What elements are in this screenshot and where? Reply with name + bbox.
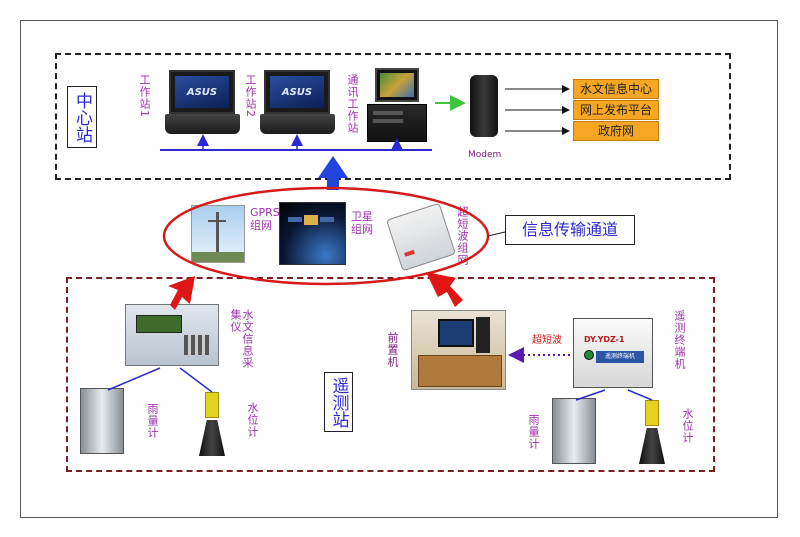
rain-gauge2-label: 雨量计	[527, 414, 540, 450]
channel-title: 信息传输通道	[505, 215, 635, 245]
water-level-sensor2-photo	[637, 400, 667, 464]
front-unit-red-arrow	[426, 272, 463, 307]
rain-to-collector-line	[107, 367, 161, 391]
water-level-label: 水位计	[246, 402, 259, 438]
rain-gauge-photo	[80, 388, 124, 454]
collector-label: 水文信息采集仪	[229, 309, 254, 369]
rain2-to-terminal-line	[575, 389, 606, 401]
modem-icon	[470, 75, 498, 137]
rain-gauge2-photo	[552, 398, 596, 464]
level2-to-terminal-line	[627, 389, 653, 401]
terminal-plate-text: DY.YDZ-1	[584, 335, 625, 344]
water-level2-label: 水位计	[681, 408, 694, 444]
terminal-device-photo: DY.YDZ-1 遥测终端机	[573, 318, 653, 388]
output-web-platform: 网上发布平台	[573, 100, 659, 120]
laptop-brand-text: ASUS	[270, 76, 324, 108]
workstation1-laptop-icon: ASUS	[165, 70, 240, 138]
center-station-title: 中心站	[67, 86, 97, 148]
front-unit-label: 前置机	[386, 332, 399, 368]
level-to-collector-line	[179, 367, 213, 393]
shortwave-link-label: 超短波	[532, 335, 562, 346]
diagram-frame	[20, 20, 778, 518]
remote-station-box	[66, 277, 715, 472]
collector-device-photo	[125, 304, 219, 366]
rain-gauge-label: 雨量计	[146, 403, 159, 439]
comm-workstation-icon	[367, 68, 427, 143]
remote-station-title: 遥测站	[324, 372, 353, 432]
terminal-sub-text: 遥测终端机	[596, 351, 644, 363]
water-level-sensor-photo	[197, 392, 227, 456]
gprs-tower-photo	[191, 205, 245, 263]
satellite-label: 卫星组网	[351, 210, 373, 236]
workstation2-laptop-icon: ASUS	[260, 70, 335, 138]
output-government-net: 政府网	[573, 121, 659, 141]
terminal-led-icon	[584, 350, 594, 360]
uplink-blue-arrow	[318, 156, 348, 190]
channel-ellipse	[162, 186, 490, 286]
comm-workstation-label: 通讯工作站	[346, 74, 359, 134]
workstation2-label: 工作站2	[244, 74, 257, 118]
center-station-box	[55, 53, 731, 180]
collector-red-arrow	[168, 276, 195, 310]
terminal-label: 遥测终端机	[673, 310, 686, 370]
satellite-photo	[279, 202, 346, 265]
workstation1-label: 工作站1	[138, 74, 151, 118]
front-unit-photo	[411, 310, 506, 390]
output-hydro-center: 水文信息中心	[573, 79, 659, 99]
channel-callout-line	[487, 231, 506, 237]
shortwave-label: 超短波组网	[456, 206, 469, 266]
laptop-brand-text: ASUS	[175, 76, 229, 108]
modem-label: Modem	[468, 150, 502, 160]
